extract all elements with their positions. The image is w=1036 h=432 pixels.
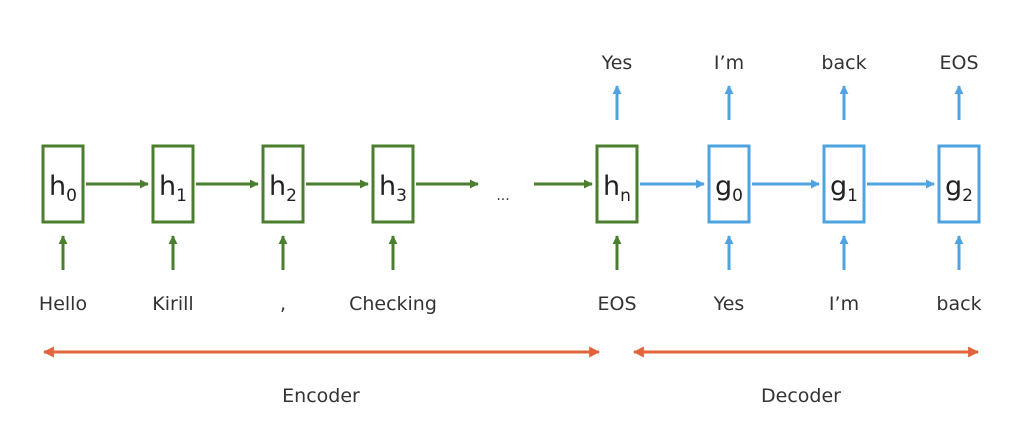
input-word-kirill: Kirill — [152, 293, 193, 315]
cell-label: g0 — [715, 171, 743, 206]
cell-label: h3 — [379, 171, 407, 206]
decoder-cell-g1: g1 — [822, 144, 866, 224]
encoder-cell-h2: h2 — [261, 144, 305, 224]
input-word-back: back — [936, 293, 981, 315]
encoder-cell-hn: hn — [595, 144, 639, 224]
encoder-label: Encoder — [282, 385, 360, 407]
input-words: Hello Kirill , Checking EOS Yes I’m back — [39, 293, 982, 315]
encoder-cell-h3: h3 — [371, 144, 415, 224]
encoder-cell-h1: h1 — [151, 144, 195, 224]
input-arrows — [58, 235, 964, 270]
input-word-checking: Checking — [349, 293, 437, 315]
cell-box — [595, 144, 639, 224]
cell-box — [937, 144, 981, 224]
output-words: Yes I’m back EOS — [601, 52, 979, 74]
output-word-yes: Yes — [601, 52, 633, 74]
output-arrows — [612, 85, 964, 120]
input-word-eos: EOS — [597, 293, 636, 315]
input-word-im: I’m — [829, 293, 859, 315]
ellipsis: ... — [496, 188, 509, 204]
output-word-im: I’m — [714, 52, 744, 74]
decoder-label: Decoder — [761, 385, 841, 407]
cell-label: hn — [603, 171, 631, 206]
cell-box — [371, 144, 415, 224]
cell-box — [41, 144, 85, 224]
input-word-comma: , — [280, 293, 286, 315]
cell-box — [261, 144, 305, 224]
cell-box — [822, 144, 866, 224]
cell-label: g1 — [830, 171, 858, 206]
cell-label: h0 — [49, 171, 77, 206]
output-word-back: back — [821, 52, 866, 74]
cell-label: g2 — [945, 171, 973, 206]
cell-label: h1 — [159, 171, 187, 206]
input-word-hello: Hello — [39, 293, 87, 315]
cell-label: h2 — [269, 171, 297, 206]
decoder-cell-g0: g0 — [707, 144, 751, 224]
encoder-cell-h0: h0 — [41, 144, 85, 224]
output-word-eos: EOS — [939, 52, 978, 74]
decoder-cell-g2: g2 — [937, 144, 981, 224]
input-word-yes: Yes — [713, 293, 745, 315]
cell-box — [707, 144, 751, 224]
cell-box — [151, 144, 195, 224]
